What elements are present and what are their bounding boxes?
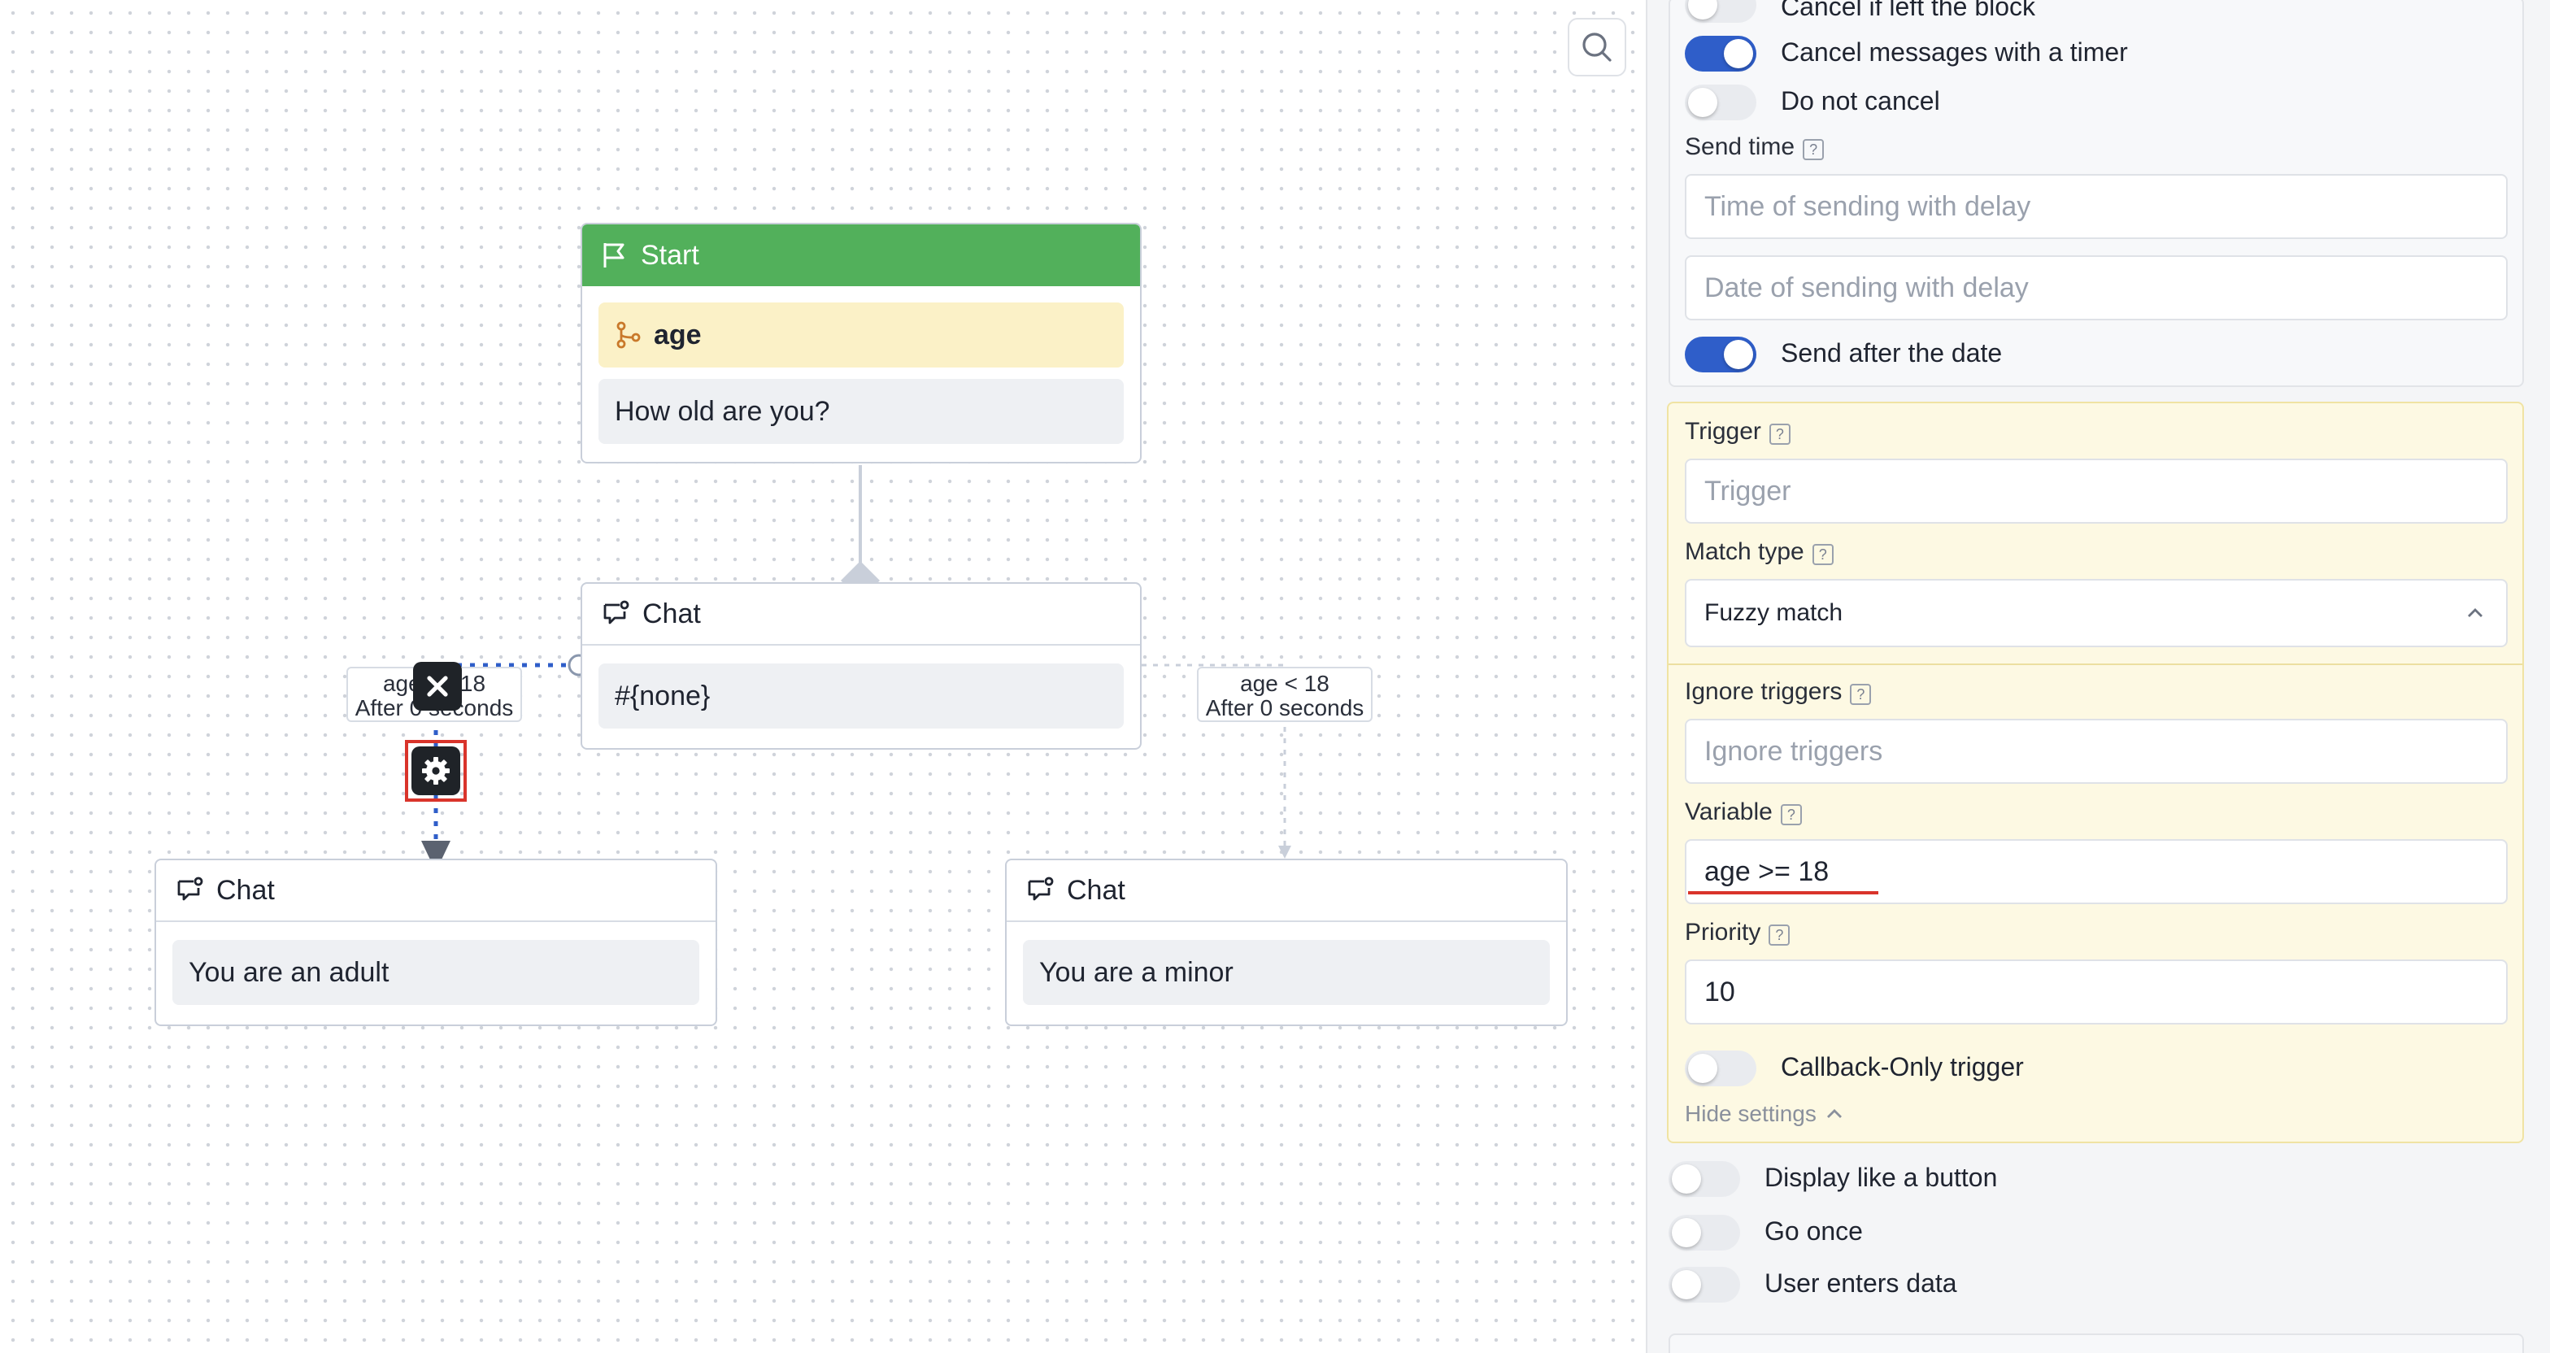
ignore-triggers-label: Ignore triggers ? [1685,678,1872,706]
chat-node-middle-title: Chat [642,598,701,629]
match-type-label-text: Match type [1685,538,1804,565]
help-icon[interactable]: ? [1812,544,1834,565]
edge-settings-button[interactable] [411,746,460,795]
start-node-header: Start [582,224,1140,286]
chat-node-minor-header: Chat [1007,860,1566,922]
cancel-if-left-label: Cancel if left the block [1781,0,2036,21]
priority-input[interactable]: 10 [1685,959,2508,1025]
help-icon[interactable]: ? [1769,424,1791,445]
chat-node-middle-text: #{none} [615,680,711,711]
callback-only-label: Callback-Only trigger [1781,1052,2024,1081]
chevron-up-icon [1826,1109,1842,1118]
go-once-toggle[interactable] [1669,1215,1740,1251]
priority-value: 10 [1704,976,1735,1007]
chat-node-minor-text: You are a minor [1039,956,1234,988]
chat-node-adult-text: You are an adult [189,956,389,988]
chat-icon [177,877,203,901]
do-not-cancel-label: Do not cancel [1781,86,1940,115]
spellcheck-underline [1688,891,1878,894]
chat-node-middle[interactable]: Chat #{none} [581,582,1142,750]
section-divider [1669,663,2522,665]
date-of-sending-placeholder: Date of sending with delay [1704,272,2029,303]
chat-node-minor-title: Chat [1067,874,1125,906]
canvas-search-button[interactable] [1568,18,1626,76]
priority-label-text: Priority [1685,919,1761,946]
priority-label: Priority ? [1685,919,1791,946]
display-like-button-toggle[interactable] [1669,1161,1740,1197]
start-message-text: How old are you? [615,395,830,427]
chat-node-adult-title: Chat [216,874,275,906]
send-time-label: Send time ? [1685,133,1825,161]
match-type-select[interactable]: Fuzzy match [1685,579,2508,647]
trigger-label-text: Trigger [1685,418,1761,445]
send-after-date-label: Send after the date [1781,338,2003,368]
chat-node-middle-header: Chat [582,584,1140,646]
variable-input[interactable]: age >= 18 [1685,839,2508,904]
user-enters-data-toggle[interactable] [1669,1267,1740,1303]
send-after-date-toggle[interactable] [1685,337,1756,372]
variable-value: age >= 18 [1704,855,1830,887]
trigger-label: Trigger ? [1685,418,1791,446]
gear-icon [422,757,450,785]
match-type-label: Match type ? [1685,538,1834,566]
start-condition-row[interactable]: age [598,302,1124,368]
help-icon[interactable]: ? [1803,139,1825,160]
edge-minor [1142,663,1286,855]
edge-minor-arrow [1278,846,1291,859]
help-icon[interactable]: ? [1780,804,1802,825]
edge-label-minor-condition: age < 18 [1240,671,1329,696]
start-node[interactable]: Start age How old are you? [581,223,1142,463]
match-type-value: Fuzzy match [1704,599,1843,626]
go-once-label: Go once [1764,1216,1863,1246]
edge-delete-button[interactable] [413,662,462,711]
selection-highlight [405,740,467,802]
start-condition-text: age [654,319,702,350]
user-enters-data-label: User enters data [1764,1268,1957,1298]
hide-settings-text: Hide settings [1685,1101,1817,1126]
variable-label: Variable ? [1685,798,1802,826]
do-not-cancel-toggle[interactable] [1685,85,1756,120]
edge-label-minor[interactable]: age < 18 After 0 seconds [1197,667,1373,722]
time-of-sending-placeholder: Time of sending with delay [1704,190,2031,222]
chat-node-middle-message[interactable]: #{none} [598,663,1124,729]
next-section-edge [1669,1333,2524,1353]
hide-settings-link[interactable]: Hide settings [1685,1101,1843,1127]
time-of-sending-input[interactable]: Time of sending with delay [1685,174,2508,239]
cancel-if-left-toggle[interactable] [1685,0,1756,23]
flow-canvas[interactable]: Start age How old are you? Chat #{none} [0,0,1646,1353]
start-node-title: Start [641,239,699,271]
ignore-triggers-input[interactable]: Ignore triggers [1685,719,2508,784]
help-icon[interactable]: ? [1850,684,1872,705]
send-time-label-text: Send time [1685,133,1795,160]
trigger-placeholder: Trigger [1704,475,1791,507]
ignore-triggers-placeholder: Ignore triggers [1704,735,1883,767]
flag-icon [603,243,624,268]
start-message-row[interactable]: How old are you? [598,379,1124,444]
close-icon [427,676,448,697]
chat-icon [1028,877,1054,901]
chat-node-adult-message[interactable]: You are an adult [172,940,699,1005]
help-icon[interactable]: ? [1769,924,1791,946]
search-icon [1582,33,1612,62]
chat-icon [603,600,629,624]
callback-only-toggle[interactable] [1685,1051,1756,1086]
chat-node-adult-header: Chat [156,860,716,922]
chat-node-minor-message[interactable]: You are a minor [1023,940,1550,1005]
edge-label-minor-delay: After 0 seconds [1205,695,1364,720]
date-of-sending-input[interactable]: Date of sending with delay [1685,255,2508,320]
cancel-with-timer-label: Cancel messages with a timer [1781,37,2128,67]
ignore-triggers-label-text: Ignore triggers [1685,678,1843,705]
branch-icon [616,321,641,349]
trigger-input[interactable]: Trigger [1685,459,2508,524]
variable-label-text: Variable [1685,798,1773,825]
chat-node-adult[interactable]: Chat You are an adult [154,859,717,1026]
edge-adult-arrow [421,841,450,872]
cancel-with-timer-toggle[interactable] [1685,36,1756,72]
chevron-up-icon [2468,608,2482,617]
chat-node-minor[interactable]: Chat You are a minor [1005,859,1568,1026]
display-like-button-label: Display like a button [1764,1163,1998,1192]
